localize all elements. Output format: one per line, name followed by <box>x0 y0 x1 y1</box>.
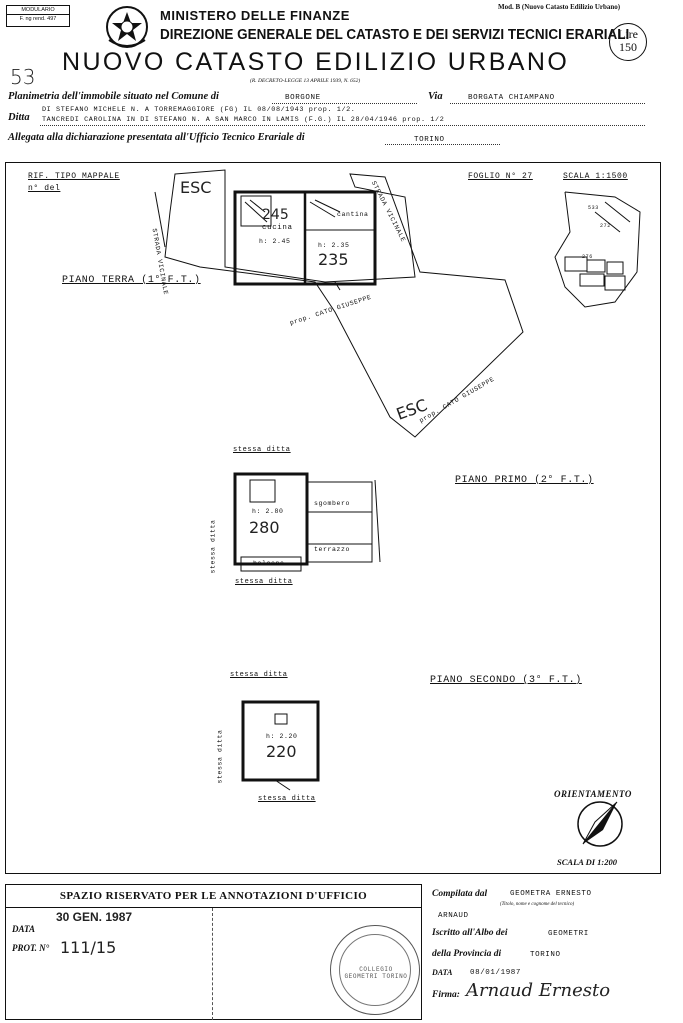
stessa-ditta-2: stessa ditta <box>235 578 293 586</box>
mod-b-label: Mod. B (Nuovo Catasto Edilizio Urbano) <box>498 3 621 11</box>
ditta-line <box>40 124 645 126</box>
compilatore-note: (Titolo, nome e cognome del tecnico) <box>500 902 575 907</box>
val-245-ground: 245 <box>262 207 289 223</box>
modulario-code: F. ng rend. 497 <box>7 14 69 23</box>
sgombero-label: sgombero <box>314 500 351 507</box>
comune-value: BORGONE <box>285 94 321 102</box>
lire-label: Lire <box>618 27 638 41</box>
stessa-ditta-6: stessa ditta <box>216 729 224 784</box>
h-220-label: h: 2.20 <box>266 733 298 740</box>
planimetria-label: Planimetria dell'immobile situato nel Co… <box>8 91 219 102</box>
val-235: 235 <box>318 250 349 269</box>
north-arrow-icon <box>577 801 623 847</box>
provincia-value: TORINO <box>530 951 561 959</box>
data-label: DATA <box>12 924 36 934</box>
compilata-label: Compilata dal <box>432 889 488 899</box>
ufficio-line <box>385 143 500 145</box>
stessa-ditta-5: stessa ditta <box>258 795 316 803</box>
stessa-ditta-3: stessa ditta <box>209 519 217 574</box>
republic-emblem-icon <box>106 6 148 48</box>
second-floor-walls <box>241 700 320 782</box>
piano-primo-label: PIANO PRIMO (2° F.T.) <box>455 475 594 486</box>
map-number-533: 533 <box>588 205 599 211</box>
stessa-ditta-4: stessa ditta <box>230 671 288 679</box>
provincia-label: della Provincia di <box>432 949 502 959</box>
data2-label: DATA <box>432 968 453 977</box>
foglio-label: FOGLIO N° 27 <box>468 172 533 181</box>
ditta-label: Ditta <box>8 112 30 123</box>
lire-badge: Lire 150 <box>609 23 647 61</box>
h-cucina-label: h: 2.45 <box>259 238 291 245</box>
comune-line <box>272 102 417 104</box>
via-value: BORGATA CHIAMPANO <box>468 94 555 102</box>
map-number-276: 276 <box>582 254 593 260</box>
decreto-reference: (R. DECRETO-LEGGE 13 APRILE 1939, N. 652… <box>250 78 361 84</box>
orientamento-label: ORIENTAMENTO <box>554 789 632 799</box>
map-inset-outline <box>554 191 641 308</box>
direzione-heading: DIREZIONE GENERALE DEL CATASTO E DEI SER… <box>160 27 630 43</box>
firma-label: Firma: <box>432 990 460 1000</box>
iscritto-label: Iscritto all'Albo dei <box>432 928 508 938</box>
scala-small-label: SCALA 1:1500 <box>563 172 628 181</box>
handwritten-number: 53 <box>10 65 36 89</box>
terrazzo-label: terrazzo <box>314 546 351 553</box>
lire-value: 150 <box>619 40 637 54</box>
planimetry-frame <box>5 162 661 874</box>
courtyard-outline <box>164 169 524 438</box>
via-line <box>450 102 645 104</box>
annotation-box <box>5 884 422 1020</box>
h-235-label: h: 2.35 <box>318 242 350 249</box>
data2-value: 08/01/1987 <box>470 969 522 977</box>
piano-secondo-label: PIANO SECONDO (3° F.T.) <box>430 675 582 686</box>
compilatore-line-2: ARNAUD <box>438 912 469 920</box>
map-number-272: 272 <box>600 223 611 229</box>
cucina-label: cucina <box>262 224 293 232</box>
ministero-heading: MINISTERO DELLE FINANZE <box>160 8 350 23</box>
scala-label: SCALA DI 1:200 <box>557 857 617 867</box>
h-280-label: h: 2.80 <box>252 508 284 515</box>
compilatore-line-1: GEOMETRA ERNESTO <box>510 890 592 898</box>
ufficio-value: TORINO <box>414 136 445 144</box>
annotation-divider <box>212 908 214 1020</box>
modulario-label: MODULARIO <box>21 7 55 13</box>
ditta-line-1: DI STEFANO MICHELE N. A TORREMAGGIORE (F… <box>42 106 356 114</box>
allegata-label: Allegata alla dichiarazione presentata a… <box>8 132 305 143</box>
prot-value: 111/15 <box>60 938 117 957</box>
cantina-label: cantina <box>337 211 369 218</box>
val-220: 220 <box>266 742 297 761</box>
stessa-ditta-1: stessa ditta <box>233 446 291 454</box>
tipo-mappale-label: RIF. TIPO MAPPALE <box>28 172 120 181</box>
balcone-label: balcone <box>253 560 285 567</box>
ditta-line-2: TANCREDI CAROLINA IN DI STEFANO N. A SAN… <box>42 116 445 124</box>
piano-terra-label: PIANO TERRA (1° F.T.) <box>62 275 201 286</box>
modulario-box: MODULARIO F. ng rend. 497 <box>6 5 70 27</box>
page-title: NUOVO CATASTO EDILIZIO URBANO <box>62 48 570 76</box>
albo-value: GEOMETRI <box>548 930 589 938</box>
official-stamp: COLLEGIO GEOMETRI TORINO <box>330 925 420 1015</box>
stamp-text: COLLEGIO GEOMETRI TORINO <box>344 966 408 980</box>
data-value: 30 GEN. 1987 <box>56 910 133 924</box>
floor-plans-drawing <box>154 169 641 847</box>
signature: Arnaud Ernesto <box>466 980 611 1001</box>
n-del-label: n° del <box>28 184 61 193</box>
via-label: Via <box>428 91 443 102</box>
prot-label: PROT. N° <box>12 943 50 953</box>
esc-label-top: ESC <box>180 178 212 197</box>
annotation-box-title: SPAZIO RISERVATO PER LE ANNOTAZIONI D'UF… <box>5 884 422 908</box>
val-280: 280 <box>249 518 280 537</box>
